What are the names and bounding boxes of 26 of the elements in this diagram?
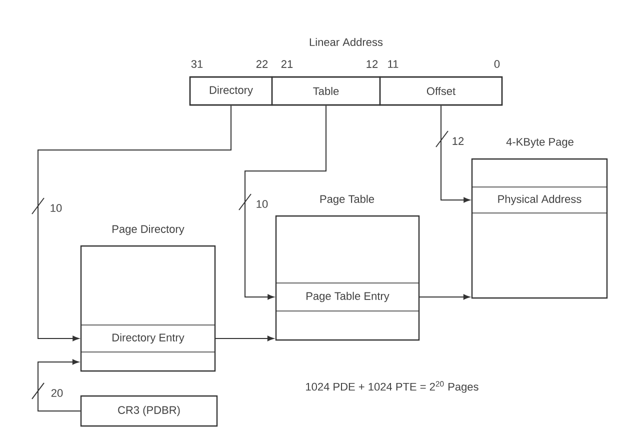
entry-row: Physical Address bbox=[472, 186, 608, 214]
bit-number: 22 bbox=[256, 60, 268, 68]
entry-row: Directory Entry bbox=[80, 324, 216, 352]
node-label: Page Directory bbox=[112, 224, 184, 236]
bit-number: 11 bbox=[388, 60, 398, 68]
register-field: Offset bbox=[379, 76, 503, 106]
arrow bbox=[38, 359, 81, 412]
node-label: 4-KByte Page bbox=[506, 138, 574, 148]
register-field: Directory bbox=[189, 76, 273, 106]
arrow bbox=[418, 294, 470, 300]
edge-label: 10 bbox=[256, 200, 268, 208]
bit-number: 21 bbox=[281, 60, 293, 68]
entry-row: Page Table Entry bbox=[276, 282, 420, 312]
arrow bbox=[244, 105, 326, 300]
node-label: Page Table bbox=[320, 194, 374, 206]
arrow bbox=[440, 105, 470, 203]
edge-label: 20 bbox=[51, 389, 63, 397]
node-label: Linear Address bbox=[310, 38, 383, 46]
register-box: CR3 (PDBR) bbox=[80, 395, 218, 427]
edge-label: 10 bbox=[50, 204, 62, 212]
arrow bbox=[214, 336, 274, 342]
bit-number: 12 bbox=[366, 60, 378, 68]
register-field: Table bbox=[271, 76, 381, 106]
edge-label: 12 bbox=[452, 137, 464, 145]
formula-note: 1024 PDE + 1024 PTE = 2$^{20}$ Pages bbox=[306, 381, 478, 393]
arrow bbox=[38, 105, 232, 342]
